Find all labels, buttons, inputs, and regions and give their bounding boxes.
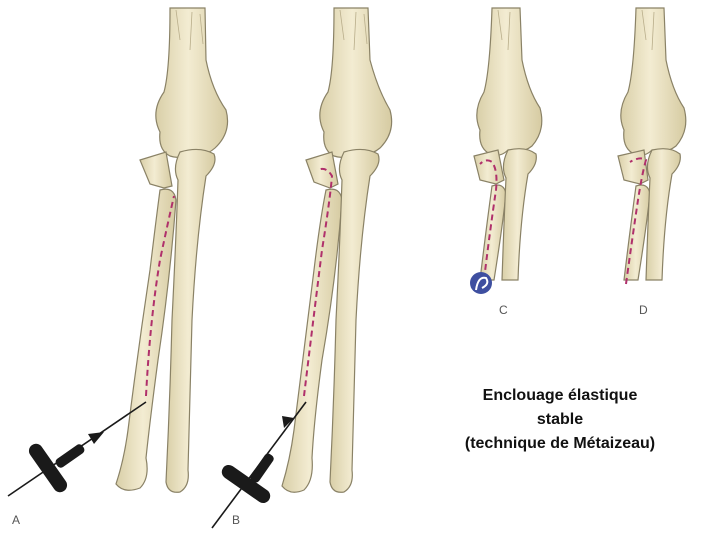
radius-bone bbox=[474, 150, 506, 280]
panel-label-d: D bbox=[639, 303, 648, 317]
caption-line-3: (technique de Métaizeau) bbox=[428, 432, 692, 456]
panel-label-b: B bbox=[232, 513, 240, 527]
radius-bone bbox=[116, 152, 176, 490]
panel-c: C bbox=[470, 8, 542, 317]
panel-d: D bbox=[618, 8, 686, 317]
panel-label-c: C bbox=[499, 303, 508, 317]
humerus-bone bbox=[621, 8, 686, 155]
caption-line-2: stable bbox=[428, 408, 692, 432]
panel-a: A bbox=[8, 8, 228, 527]
humerus-bone bbox=[477, 8, 542, 155]
panel-label-a: A bbox=[12, 513, 20, 527]
nail-end-icon bbox=[470, 272, 492, 294]
humerus-bone bbox=[156, 8, 228, 157]
technique-caption: Enclouage élastique stable (technique de… bbox=[428, 384, 692, 456]
panel-b: B bbox=[212, 8, 392, 528]
ulna-bone bbox=[502, 149, 536, 280]
radius-bone bbox=[618, 150, 650, 280]
humerus-bone bbox=[320, 8, 392, 157]
ulna-bone bbox=[646, 149, 680, 280]
caption-line-1: Enclouage élastique bbox=[428, 384, 692, 408]
